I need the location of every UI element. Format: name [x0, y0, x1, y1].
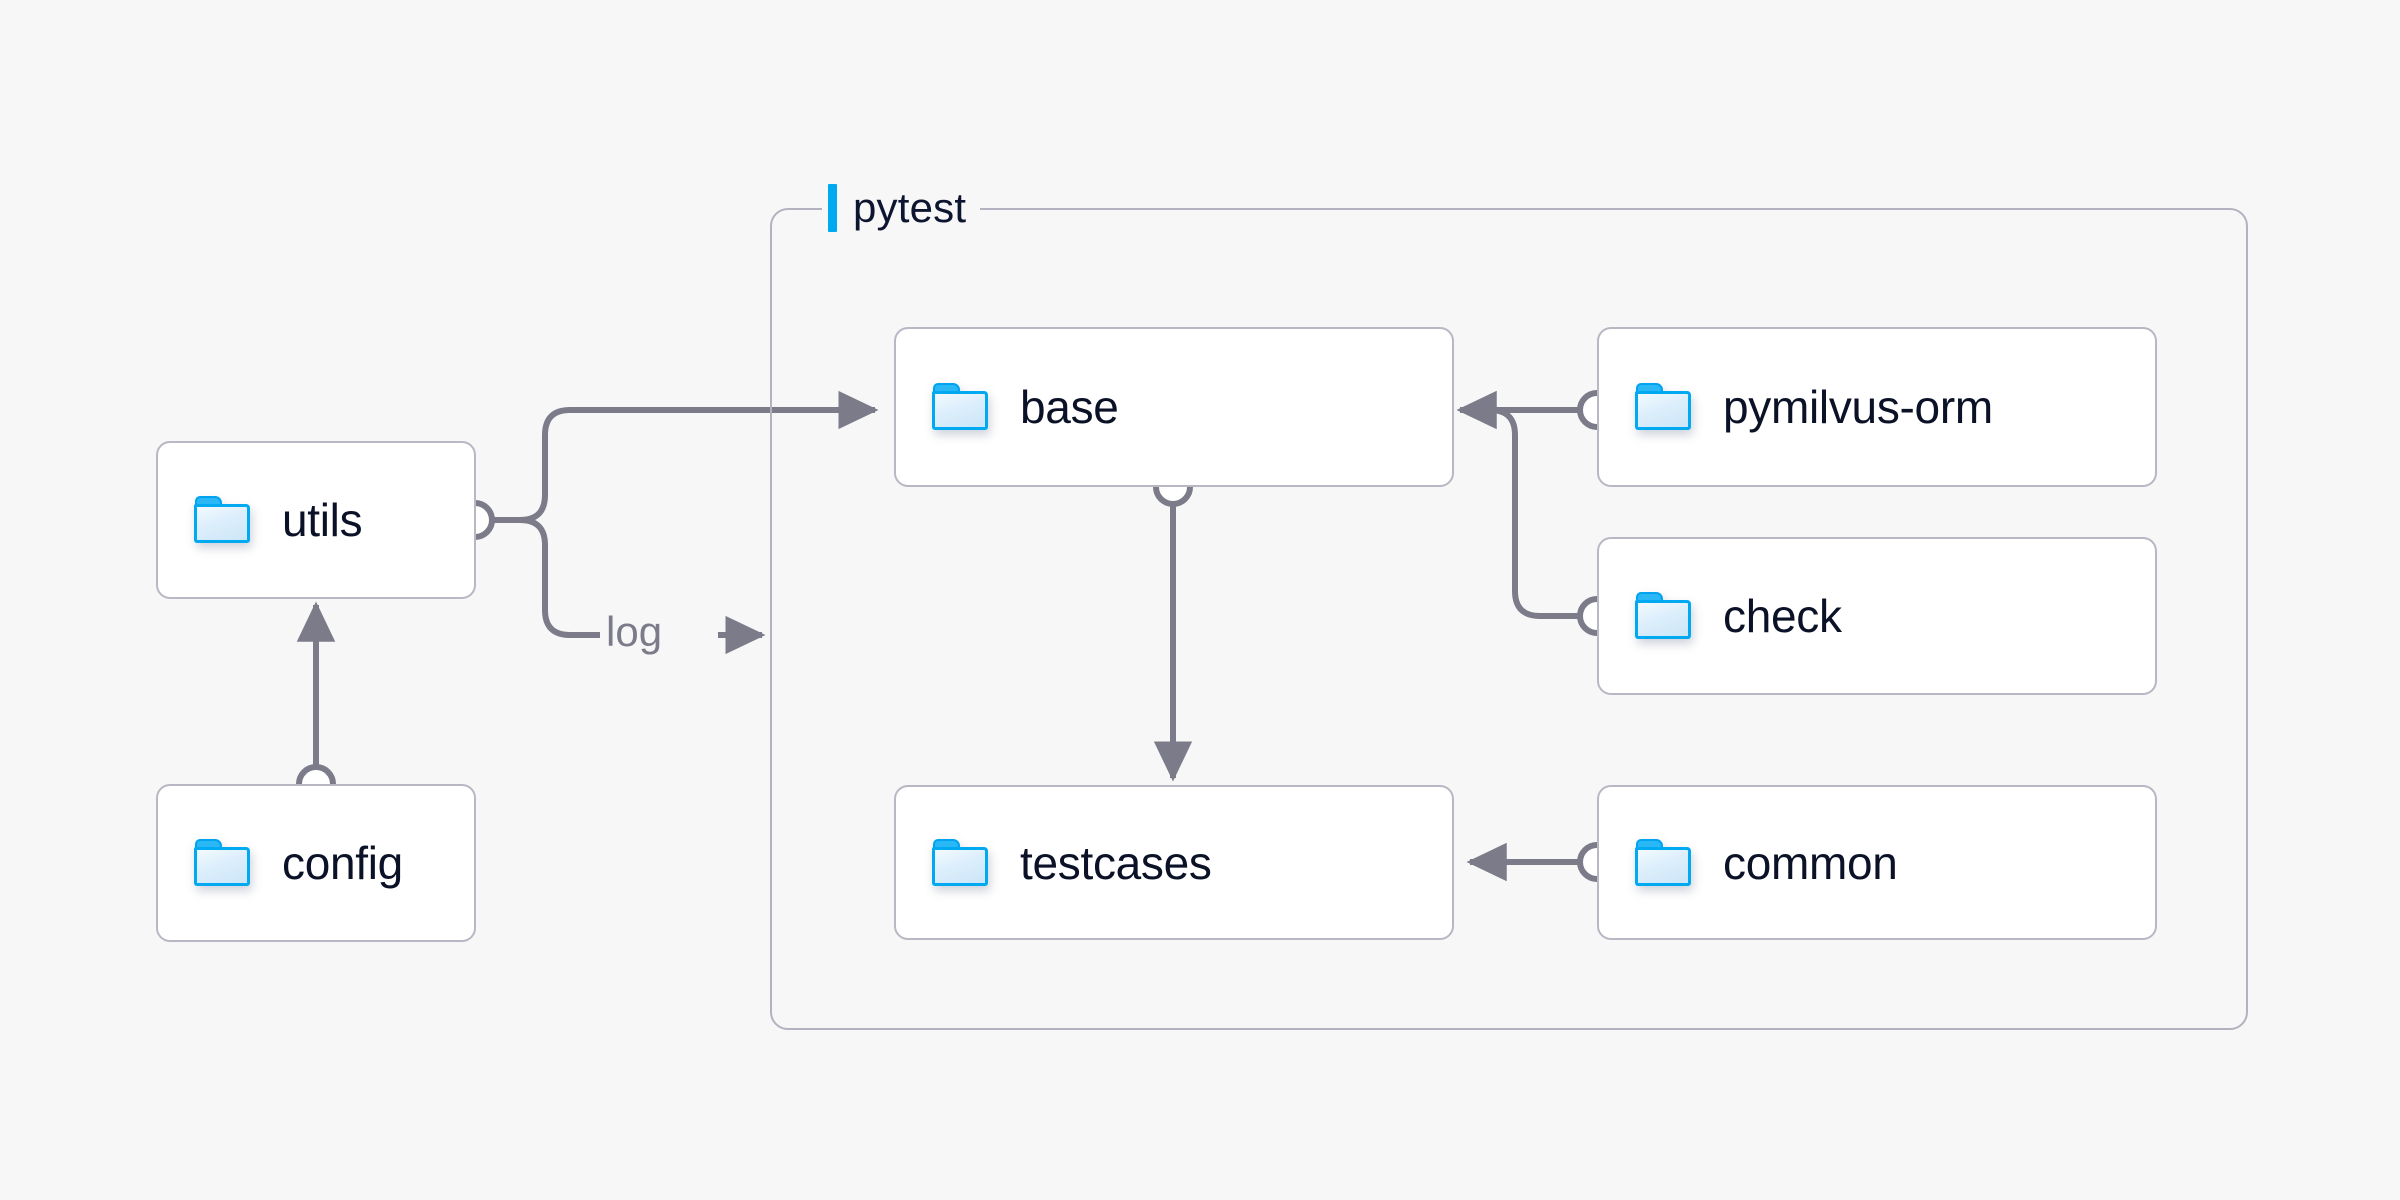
group-pytest-label: pytest — [853, 184, 967, 231]
node-pymilvus-orm[interactable]: pymilvus-orm — [1597, 327, 2157, 487]
node-utils-label: utils — [282, 494, 363, 546]
folder-icon — [194, 496, 252, 544]
accent-bar-icon — [828, 184, 837, 232]
node-check[interactable]: check — [1597, 537, 2157, 695]
node-utils[interactable]: utils — [156, 441, 476, 599]
group-pytest-label-wrap: pytest — [822, 180, 981, 236]
node-check-label: check — [1723, 590, 1842, 642]
folder-icon — [1635, 592, 1693, 640]
node-pymilvus-orm-label: pymilvus-orm — [1723, 381, 1993, 433]
node-testcases-label: testcases — [1020, 836, 1212, 889]
edge-config-to-utils — [296, 601, 336, 804]
node-config-label: config — [282, 837, 403, 889]
group-pytest[interactable] — [770, 208, 2248, 1030]
folder-icon — [1635, 383, 1693, 431]
node-common[interactable]: common — [1597, 785, 2157, 940]
folder-icon — [194, 839, 252, 887]
folder-icon — [932, 383, 990, 431]
node-config[interactable]: config — [156, 784, 476, 942]
node-common-label: common — [1723, 836, 1898, 889]
node-testcases[interactable]: testcases — [894, 785, 1454, 940]
edge-label-log: log — [606, 608, 663, 655]
node-base-label: base — [1020, 381, 1119, 433]
folder-icon — [932, 838, 990, 887]
folder-icon — [1635, 838, 1693, 887]
node-base[interactable]: base — [894, 327, 1454, 487]
